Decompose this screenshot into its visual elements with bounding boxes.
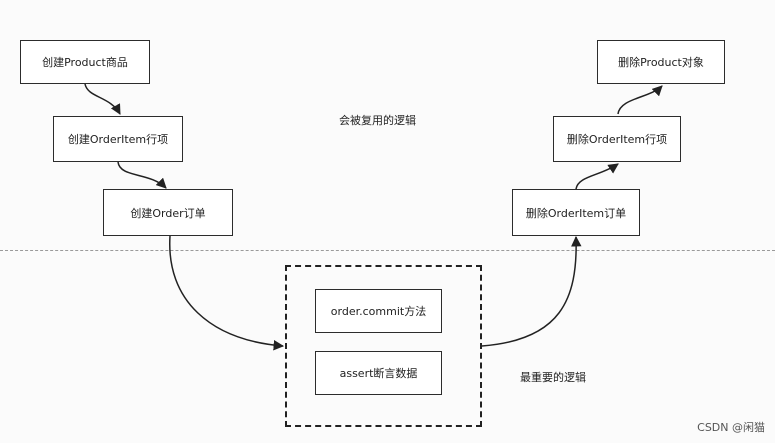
delete-product-label: 删除Product对象 (618, 56, 704, 69)
create-product-node: 创建Product商品 (20, 40, 150, 84)
order-commit-label: order.commit方法 (330, 305, 427, 318)
watermark: CSDN @闲猫 (697, 421, 765, 434)
assert-data-node: assert断言数据 (315, 351, 442, 395)
core-logic-group (285, 265, 482, 427)
delete-product-node: 删除Product对象 (597, 40, 725, 84)
arrow-group-to-delete-order (481, 235, 582, 347)
arrow-delete-order-to-delete-orderitem (575, 163, 619, 190)
assert-data-label: assert断言数据 (339, 367, 418, 380)
order-commit-node: order.commit方法 (315, 289, 442, 333)
delete-orderitem-node: 删除OrderItem行项 (553, 116, 681, 162)
core-logic-annotation: 最重要的逻辑 (520, 371, 586, 384)
reusable-logic-annotation: 会被复用的逻辑 (339, 114, 416, 127)
create-order-label: 创建Order订单 (130, 206, 206, 220)
create-orderitem-label: 创建OrderItem行项 (67, 133, 169, 146)
delete-orderitem-label: 删除OrderItem行项 (566, 133, 668, 146)
arrow-product-to-orderitem (84, 83, 121, 115)
arrow-delete-orderitem-to-delete-product (617, 85, 663, 115)
delete-order-label: 删除OrderItem订单 (525, 206, 627, 220)
arrow-orderitem-to-order (117, 161, 167, 189)
arrow-order-to-group (169, 235, 285, 351)
delete-order-node: 删除OrderItem订单 (512, 189, 640, 236)
create-product-label: 创建Product商品 (42, 56, 128, 69)
create-order-node: 创建Order订单 (103, 189, 233, 236)
create-orderitem-node: 创建OrderItem行项 (53, 116, 183, 162)
section-divider (0, 250, 775, 251)
